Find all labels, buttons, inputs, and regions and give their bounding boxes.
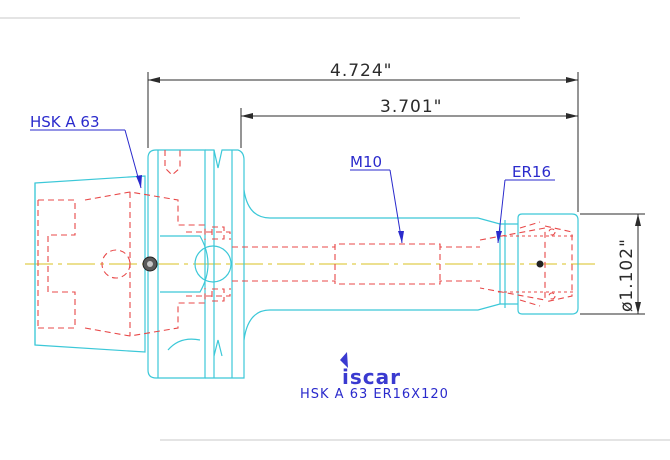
sheet-border [0, 17, 670, 441]
tool-outline [34, 149, 579, 379]
dimension-lines [147, 72, 645, 315]
brand-logo-text: iscar [342, 365, 401, 389]
part-title: HSK A 63 ER16X120 [300, 387, 449, 402]
leader-lines [30, 129, 555, 244]
thread-label: M10 [350, 153, 382, 171]
taper-label: HSK A 63 [30, 113, 100, 131]
leader-arrows [136, 175, 502, 243]
logo-flame-icon [340, 352, 348, 368]
dimension-arrows [148, 77, 641, 314]
gauge-points [142, 256, 544, 272]
collet-label: ER16 [512, 163, 551, 181]
diameter-dimension: ø1.102" [617, 238, 637, 312]
gauge-length-dimension: 3.701" [380, 97, 443, 117]
hidden-lines [37, 150, 573, 337]
collet-detail [498, 235, 575, 293]
overall-length-dimension: 4.724" [330, 61, 393, 81]
brand-logo: iscar [340, 352, 401, 389]
